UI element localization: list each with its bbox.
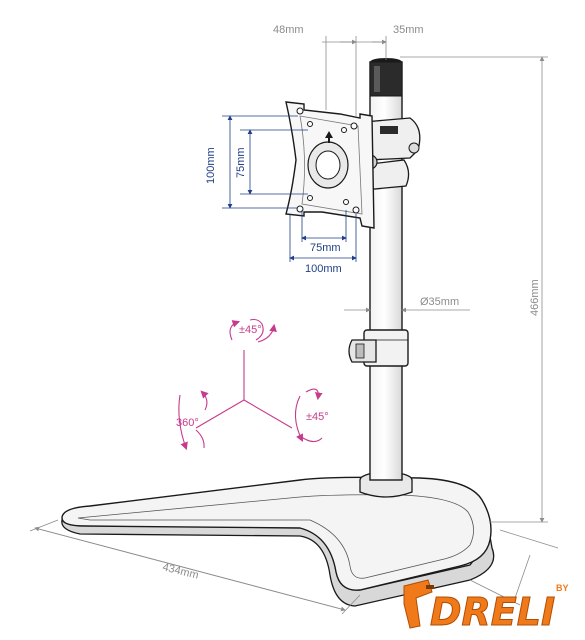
height-clamp: [348, 329, 409, 367]
dim-height: [400, 56, 548, 523]
dim-label-434mm: 434mm: [161, 561, 200, 582]
dim-label-35mm: 35mm: [393, 24, 424, 36]
brand-name: DRELI: [430, 590, 555, 634]
dim-vesa-horizontal: [289, 210, 357, 262]
dim-label-pole-diameter: Ø35mm: [420, 296, 459, 308]
dim-label-vesa-h-75: 75mm: [310, 242, 341, 254]
dim-vesa-vertical: [222, 115, 308, 209]
dim-label-466mm: 466mm: [529, 279, 541, 316]
rotation-axes: [195, 350, 293, 429]
dim-label-48mm: 48mm: [273, 24, 304, 36]
brand-by: BY: [556, 583, 569, 593]
rot-label-tilt: ±45°: [239, 324, 262, 336]
dim-label-vesa-v-75: 75mm: [235, 147, 247, 178]
dreli-logo: DRELI BY: [403, 579, 569, 635]
rot-label-swivel: ±45°: [306, 411, 329, 423]
vesa-plate: [285, 101, 375, 229]
rot-label-360: 360°: [176, 417, 199, 429]
dim-label-vesa-v-100: 100mm: [205, 147, 217, 184]
rotate-360-arrow: [178, 390, 209, 451]
drill-icon: [403, 579, 434, 629]
dim-top-offsets: [322, 36, 387, 116]
dim-label-vesa-h-100: 100mm: [305, 263, 342, 275]
swivel-rotation-arrow: [294, 388, 323, 443]
tilt-rotation-arrow: [229, 318, 277, 343]
dim-base-width: [29, 519, 559, 615]
